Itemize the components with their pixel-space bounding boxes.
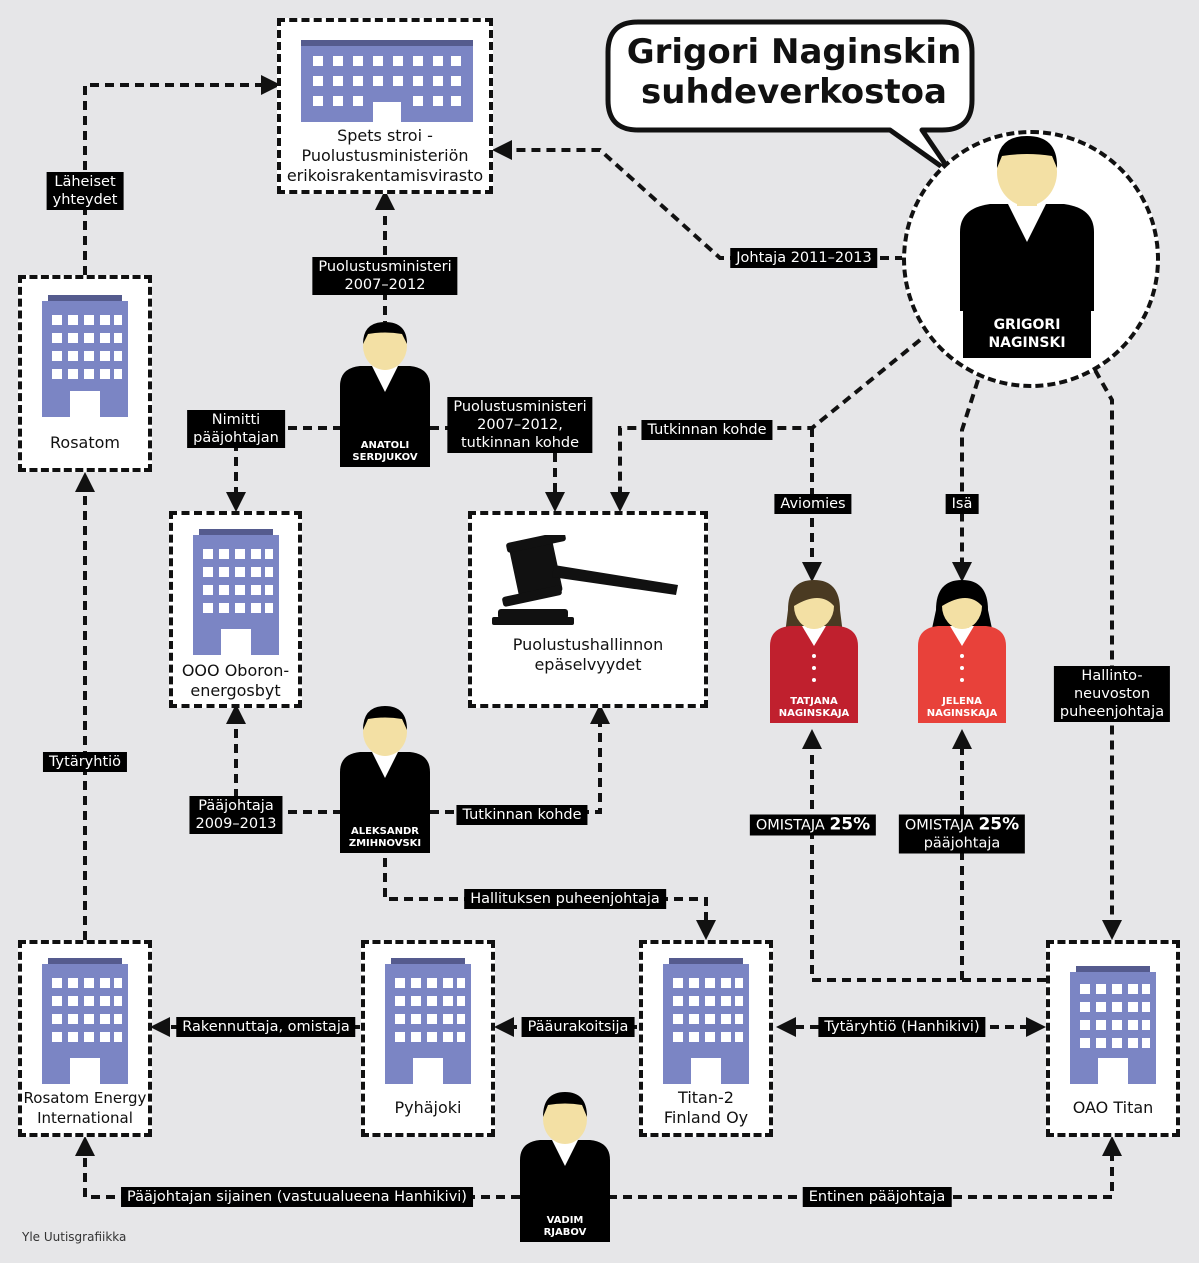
building-icon <box>1070 966 1156 1084</box>
serdjukov-name-badge: ANATOLI SERDJUKOV <box>340 437 430 467</box>
oao-titan-label: OAO Titan <box>1072 1098 1154 1117</box>
label-puolustusministeri: Puolustusministeri 2007–2012 <box>312 257 458 295</box>
building-icon <box>385 958 471 1084</box>
person-zmihnovski-figure <box>340 706 430 824</box>
edge-rjabov-titan <box>608 1136 1122 1199</box>
label-nimitti: Nimitti pääjohtajan <box>187 410 285 448</box>
label-hallintoneuvosto: Hallinto- neuvoston puheenjohtaja <box>1053 666 1171 722</box>
title-speech-bubble <box>605 19 975 177</box>
naginski-name-badge: GRIGORI NAGINSKI <box>963 310 1091 358</box>
puolustushallinto-label: Puolustushallinnon epäselvyydet <box>512 635 664 674</box>
label-rakennuttaja: Rakennuttaja, omistaja <box>176 1017 356 1037</box>
node-rosatom-energy: Rosatom Energy International <box>18 940 152 1137</box>
edge-rosatom-spets <box>83 75 281 275</box>
diagram-title: Grigori Naginskin suhdeverkostoa <box>626 32 962 112</box>
edge-zmihnovski-puolustus <box>430 704 610 814</box>
zmihnovski-name-badge: ALEKSANDR ZMIHNOVSKI <box>340 823 430 853</box>
label-johtaja: Johtaja 2011–2013 <box>730 248 878 268</box>
label-isa: Isä <box>945 494 979 514</box>
building-icon <box>42 958 128 1084</box>
omistaja-percent: 25% <box>829 814 871 835</box>
building-icon <box>301 40 473 122</box>
node-pyhajoki: Pyhäjoki <box>361 940 495 1137</box>
edge-naginski-titan <box>1093 369 1122 940</box>
label-paaurakoitsija: Pääurakoitsija <box>521 1017 635 1037</box>
rosatom-energy-label: Rosatom Energy International <box>23 1089 147 1127</box>
building-icon <box>42 295 128 417</box>
label-entinen-paajohtaja: Entinen pääjohtaja <box>802 1187 952 1207</box>
label-laheiset-yhteydet: Läheiset yhteydet <box>46 172 124 210</box>
label-omistaja-tatjana: OMISTAJA 25% <box>749 814 877 836</box>
label-sijainen: Pääjohtajan sijainen (vastuualueena Hanh… <box>121 1187 473 1207</box>
person-rjabov-figure <box>520 1092 610 1214</box>
edge-naginski-jelena <box>952 379 980 582</box>
node-spets-stroi: Spets stroi - Puolustusministeriön eriko… <box>277 18 493 194</box>
label-aviomies: Aviomies <box>774 494 852 514</box>
person-naginski-figure <box>960 136 1094 311</box>
edge-titan-tatjana <box>802 729 1046 982</box>
node-oao-titan: OAO Titan <box>1046 940 1180 1137</box>
edge-rjabov-rea <box>75 1136 520 1199</box>
node-oboron: OOO Oboron- energosbyt <box>169 511 302 708</box>
label-tytaryhtio-hanhikivi: Tytäryhtiö (Hanhikivi) <box>818 1017 986 1037</box>
omistaja-prefix: OMISTAJA <box>755 817 830 834</box>
label-hallituksen-puheenjohtaja: Hallituksen puheenjohtaja <box>464 889 666 909</box>
oboron-label: OOO Oboron- energosbyt <box>181 661 290 700</box>
label-omistaja-jelena: OMISTAJA 25%pääjohtaja <box>898 814 1026 854</box>
credit-text: Yle Uutisgrafiikka <box>22 1230 127 1244</box>
rosatom-label: Rosatom <box>50 433 120 452</box>
titan2-label: Titan-2 Finland Oy <box>663 1088 749 1127</box>
spets-stroi-label: Spets stroi - Puolustusministeriön eriko… <box>286 126 484 185</box>
omistaja-sub: pääjohtaja <box>923 835 1001 852</box>
label-paajohtaja-2009: Pääjohtaja 2009–2013 <box>189 796 283 834</box>
jelena-name-badge: JELENA NAGINSKAJA <box>918 693 1006 723</box>
omistaja-prefix: OMISTAJA <box>904 817 979 834</box>
person-jelena-figure <box>918 580 1006 694</box>
building-icon <box>663 958 749 1084</box>
label-tutkinnan-kohde-1: Tutkinnan kohde <box>641 420 773 440</box>
person-serdjukov-figure <box>340 322 430 438</box>
building-icon <box>193 529 279 655</box>
rjabov-name-badge: VADIM RJABOV <box>520 1212 610 1242</box>
omistaja-percent: 25% <box>978 814 1020 835</box>
person-tatjana-figure <box>770 580 858 694</box>
label-tutkinnan-kohde-2: Tutkinnan kohde <box>456 805 588 825</box>
node-titan2: Titan-2 Finland Oy <box>639 940 773 1137</box>
node-puolustushallinto: Puolustushallinnon epäselvyydet <box>468 511 708 708</box>
tatjana-name-badge: TATJANA NAGINSKAJA <box>770 693 858 723</box>
pyhajoki-label: Pyhäjoki <box>394 1098 462 1117</box>
label-tytaryhtio: Tytäryhtiö <box>42 752 128 772</box>
label-pm-tutkinta: Puolustusministeri 2007–2012, tutkinnan … <box>447 397 593 453</box>
node-rosatom: Rosatom <box>18 275 152 472</box>
gavel-icon <box>492 535 678 625</box>
